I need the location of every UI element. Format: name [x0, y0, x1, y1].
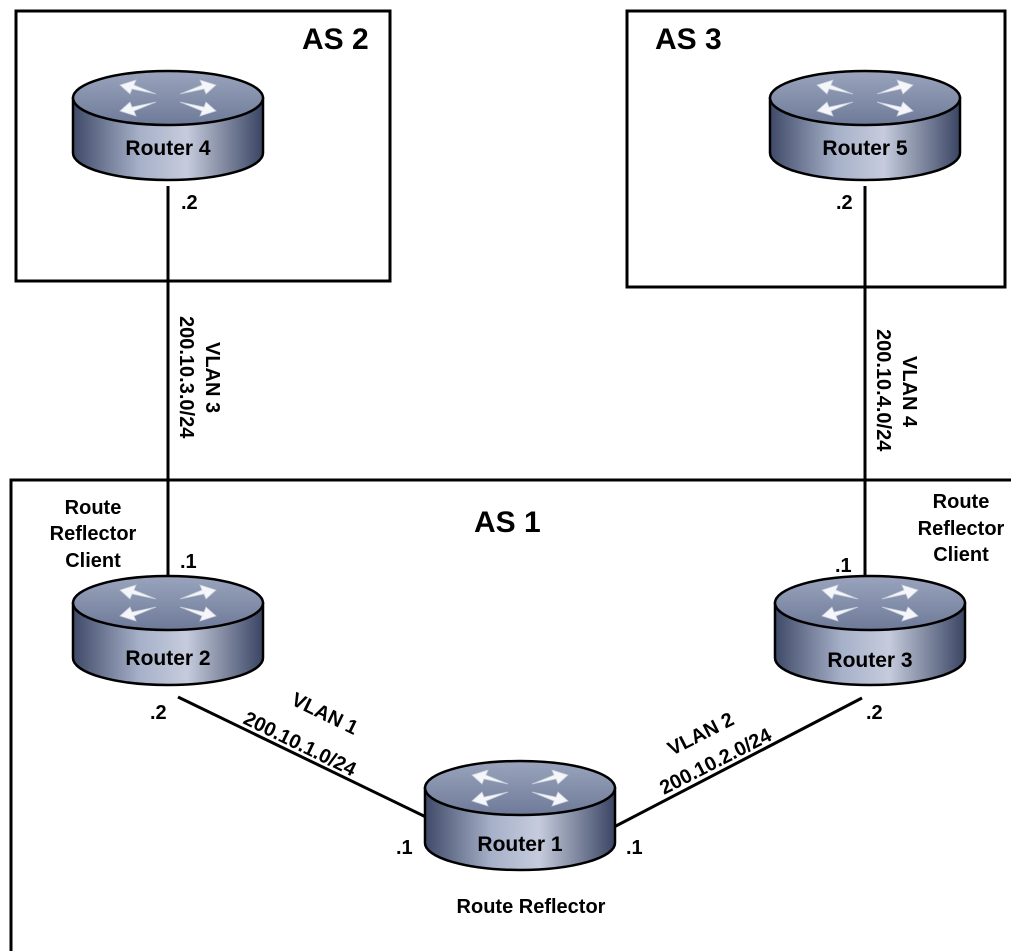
r3-role-line-2: Reflector [918, 518, 1005, 540]
vlan4-subnet: 200.10.4.0/24 [872, 329, 894, 452]
r2-role-line-1: Route [65, 497, 122, 519]
router-5: Router 5 [768, 69, 962, 182]
router-3-label: Router 3 [827, 649, 912, 672]
r2-vlan3-address: .1 [180, 551, 197, 573]
router-1-label: Router 1 [477, 833, 563, 856]
vlan3-name: VLAN 3 [201, 342, 223, 413]
as1-label: AS 1 [474, 506, 541, 539]
link-vlan4: VLAN 4 200.10.4.0/24 [863, 186, 920, 585]
as2-label: AS 2 [302, 23, 369, 56]
vlan3-subnet: 200.10.3.0/24 [175, 316, 197, 439]
as2-box: AS 2 [14, 9, 392, 283]
r3-role-label: Route Reflector Client [918, 491, 1005, 566]
r1-vlan2-address: .1 [626, 837, 643, 859]
r1-vlan1-address: .1 [396, 837, 413, 859]
r4-vlan3-address: .2 [181, 192, 198, 214]
as1-box: AS 1 [9, 478, 1011, 951]
router-5-label: Router 5 [822, 137, 908, 160]
router-4: Router 4 [71, 69, 265, 182]
vlan4-name: VLAN 4 [898, 356, 920, 428]
link-vlan2: VLAN 2 200.10.2.0/24 [611, 696, 863, 830]
r3-role-line-1: Route [933, 491, 990, 513]
r2-role-label: Route Reflector Client [50, 497, 137, 572]
router-4-label: Router 4 [125, 137, 211, 160]
r3-role-line-3: Client [933, 544, 989, 566]
router-icon [71, 69, 265, 182]
link-vlan3: VLAN 3 200.10.3.0/24 [166, 186, 223, 595]
router-icon [768, 69, 962, 182]
router-3: Router 3 [773, 574, 967, 687]
r5-vlan4-address: .2 [836, 192, 853, 214]
r2-role-line-2: Reflector [50, 523, 137, 545]
r3-vlan2-address: .2 [866, 702, 883, 724]
as3-box: AS 3 [625, 9, 1007, 289]
router-2: Router 2 [71, 574, 265, 687]
r3-vlan4-address: .1 [835, 555, 852, 577]
router-2-label: Router 2 [125, 647, 210, 670]
link-vlan1: VLAN 1 200.10.1.0/24 [177, 689, 429, 820]
as3-label: AS 3 [655, 23, 722, 56]
router-1: Router 1 [423, 759, 617, 872]
r1-role-label: Route Reflector [457, 896, 606, 918]
r2-vlan1-address: .2 [150, 702, 167, 724]
r2-role-line-3: Client [65, 550, 121, 572]
